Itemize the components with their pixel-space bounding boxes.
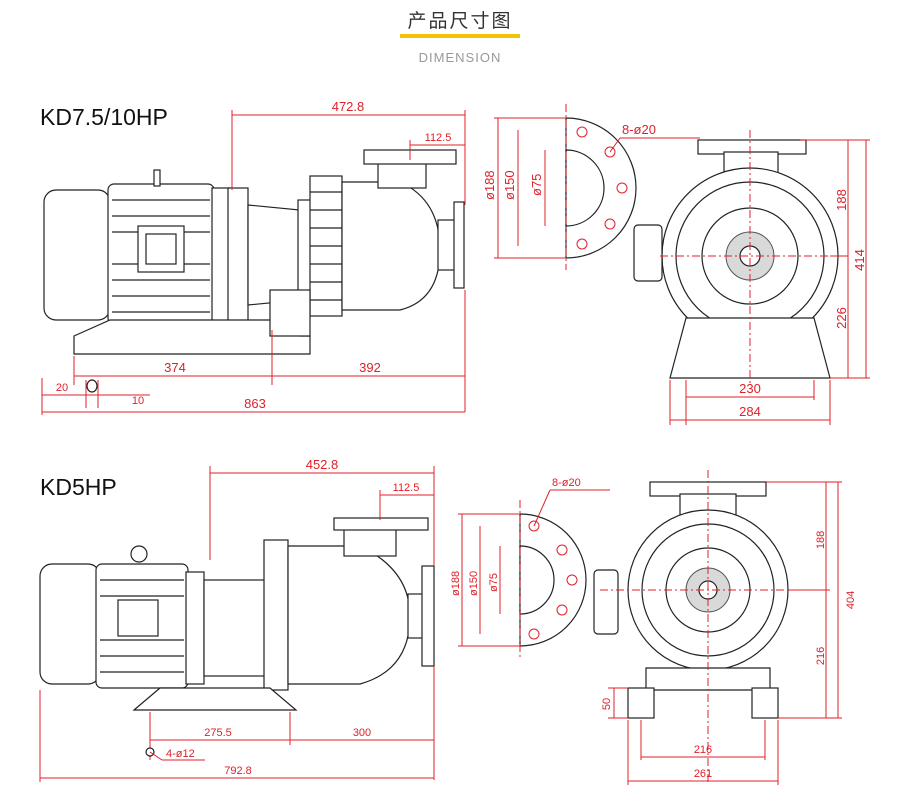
model-label-kd5: KD5HP xyxy=(40,474,117,500)
kd5-front-h-top: 188 xyxy=(815,531,827,549)
page-subtitle: DIMENSION xyxy=(418,50,502,65)
kd5-front-foot-h: 50 xyxy=(601,698,613,710)
kd5-flange-d1: ø188 xyxy=(450,571,462,596)
kd75-dim-foot: 20 xyxy=(56,382,68,394)
kd75-dim-flange-offset: 112.5 xyxy=(425,132,452,144)
kd75-dim-base-left: 374 xyxy=(164,360,186,375)
model-label-kd75: KD7.5/10HP xyxy=(40,104,168,130)
kd75-flange-bolts: 8-ø20 xyxy=(622,122,656,137)
kd75-dim-hole: 10 xyxy=(132,395,144,407)
kd5-flange-d2: ø150 xyxy=(468,571,480,596)
kd5-dim-base-right: 300 xyxy=(353,727,371,739)
kd75-front-h-top: 188 xyxy=(834,189,849,211)
kd5-front-h-bottom: 216 xyxy=(815,647,827,665)
kd5-dim-base-left: 275.5 xyxy=(204,727,232,739)
kd75-flange-d2: ø150 xyxy=(502,170,517,200)
kd5-flange-view: ø188 ø150 ø75 8-ø20 xyxy=(450,477,610,660)
kd75-front-h-bottom: 226 xyxy=(834,307,849,329)
kd75-front-w-outer: 284 xyxy=(739,404,761,419)
kd5-front-h-total: 404 xyxy=(845,591,857,609)
kd5-dim-flange-offset: 112.5 xyxy=(393,482,420,494)
kd5-front-w-outer: 261 xyxy=(694,768,712,780)
kd5-dim-total-top: 452.8 xyxy=(306,457,339,472)
kd75-flange-view: ø188 ø150 ø75 8-ø20 xyxy=(482,104,700,270)
kd5-dim-holes: 4-ø12 xyxy=(166,748,195,760)
kd75-front-h-total: 414 xyxy=(852,249,867,271)
kd75-dim-total-bottom: 863 xyxy=(244,396,266,411)
kd75-front-view: 188 414 226 230 284 xyxy=(633,130,870,425)
kd75-dim-total-top: 472.8 xyxy=(332,99,365,114)
kd5-dim-total-bottom: 792.8 xyxy=(224,765,252,777)
kd75-front-w-inner: 230 xyxy=(739,381,761,396)
kd75-flange-d1: ø188 xyxy=(482,170,497,200)
kd5-side-dims: 452.8 112.5 275.5 300 4-ø12 792.8 xyxy=(39,457,435,782)
kd5-front-view: 188 404 216 50 216 261 xyxy=(593,470,857,785)
title-underline xyxy=(400,34,520,38)
kd5-flange-bolts: 8-ø20 xyxy=(552,477,581,489)
kd75-side-view xyxy=(43,149,465,355)
kd75-side-dims: 472.8 112.5 374 392 20 10 863 xyxy=(41,99,466,415)
kd5-side-view xyxy=(39,517,435,711)
kd75-dim-base-right: 392 xyxy=(359,360,381,375)
kd5-front-w-inner: 216 xyxy=(694,744,712,756)
page-title: 产品尺寸图 xyxy=(407,10,513,32)
kd5-flange-d3: ø75 xyxy=(488,573,500,592)
kd75-flange-d3: ø75 xyxy=(529,174,544,196)
